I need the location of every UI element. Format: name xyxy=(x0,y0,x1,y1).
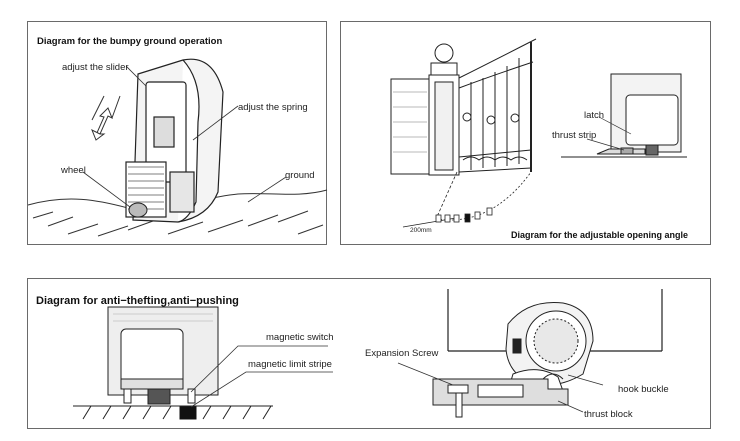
hook-buckle-assembly xyxy=(505,301,594,392)
wheel-label: wheel xyxy=(61,165,86,176)
thrust-block xyxy=(432,378,569,418)
anti-theft-title: Diagram for anti−thefting,anti−pushing xyxy=(36,295,239,307)
ground-line-left xyxy=(73,405,273,420)
bumpy-ground-title: Diagram for the bumpy ground operation xyxy=(37,36,223,47)
magnetic-switch-label: magnetic switch xyxy=(266,332,334,343)
expansion-screw-label: Expansion Screw xyxy=(365,348,439,359)
ground-label: ground xyxy=(285,170,315,181)
hook-buckle-label: hook buckle xyxy=(618,384,669,395)
gate-motor-body xyxy=(125,58,224,223)
magnetic-limit-stripe-block xyxy=(179,406,197,420)
gate-ironwork xyxy=(458,38,537,173)
stop-markers xyxy=(435,207,493,223)
gate-pillar xyxy=(428,43,460,176)
opening-angle-title: Diagram for the adjustable opening angle xyxy=(511,230,689,240)
spring-label: adjust the spring xyxy=(238,102,308,113)
magnetic-limit-stripe-label: magnetic limit stripe xyxy=(248,359,332,370)
latch-label: latch xyxy=(584,110,605,121)
leader-lines xyxy=(82,65,287,208)
magnet-leader-lines xyxy=(190,345,333,408)
thrust-block-label: thrust block xyxy=(584,409,633,420)
bumpy-ground-panel: Diagram for the bumpy ground operation xyxy=(27,21,328,245)
slider-arrows xyxy=(91,95,121,141)
anti-leader-lines xyxy=(397,362,604,413)
bumpy-ground-drawing xyxy=(27,58,328,237)
anti-theft-panel: Diagram for anti−thefting,anti−pushing xyxy=(27,278,711,429)
distance-label: 200mm xyxy=(410,227,432,234)
latch-detail xyxy=(561,73,687,158)
latch-leader-lines xyxy=(586,116,632,151)
slider-label: adjust the slider xyxy=(62,62,129,73)
opening-angle-panel: 200mm latch thrust strip Diagram for the… xyxy=(340,21,711,245)
wall xyxy=(390,78,430,175)
opening-angle-drawing xyxy=(390,38,687,228)
wheel xyxy=(128,202,148,218)
gate-motor-front xyxy=(107,306,219,405)
anti-theft-drawing xyxy=(73,289,663,420)
thrust-strip-label: thrust strip xyxy=(552,130,597,141)
